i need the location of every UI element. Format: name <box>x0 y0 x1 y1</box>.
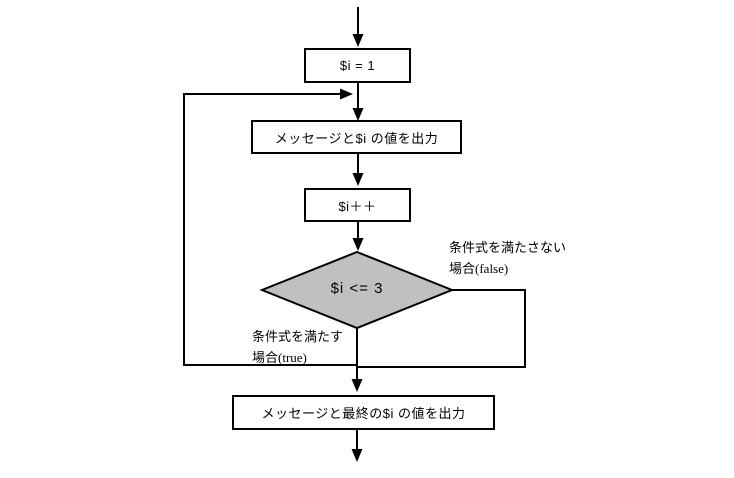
arrowhead-entry <box>352 34 364 47</box>
false-branch-label-line1: 条件式を満たさない <box>449 240 567 255</box>
false-branch-label-line2-latin: (false) <box>475 261 509 276</box>
node-init: $i = 1 <box>304 48 411 83</box>
arrowhead-exit <box>351 449 363 462</box>
edge-false-branch <box>358 289 526 368</box>
node-init-label: $i = 1 <box>339 58 376 73</box>
true-branch-label: 条件式を満たす 場合(true) <box>252 326 343 368</box>
arrowhead-init-to-output <box>352 108 364 121</box>
true-branch-label-line2: 場合(true) <box>252 347 343 368</box>
arrowhead-output-to-increment <box>352 173 364 186</box>
true-branch-label-line1: 条件式を満たす <box>252 329 344 344</box>
node-increment: $i＋＋ <box>304 188 411 222</box>
edge-loopback-rail <box>183 93 356 366</box>
arrowhead-increment-to-decision <box>352 238 364 251</box>
false-branch-label: 条件式を満たさない 場合(false) <box>449 237 566 279</box>
node-condition-label: $i <= 3 <box>330 280 384 297</box>
decision-diamond <box>259 250 455 330</box>
false-branch-label-line2-jp: 場合 <box>449 261 476 276</box>
true-branch-label-line2-latin: (true) <box>278 350 307 365</box>
arrowhead-loopback <box>340 88 353 100</box>
true-branch-label-line2-jp: 場合 <box>252 350 279 365</box>
node-output-loop-label: メッセージと$i の値を出力 <box>274 130 439 146</box>
node-increment-label: $i＋＋ <box>338 198 377 214</box>
node-output-loop: メッセージと$i の値を出力 <box>251 120 462 154</box>
arrowhead-decision-to-final <box>351 379 363 392</box>
node-output-final-label: メッセージと最終の$i の値を出力 <box>261 406 466 421</box>
node-output-final: メッセージと最終の$i の値を出力 <box>232 395 495 430</box>
false-branch-label-line2: 場合(false) <box>449 258 566 279</box>
